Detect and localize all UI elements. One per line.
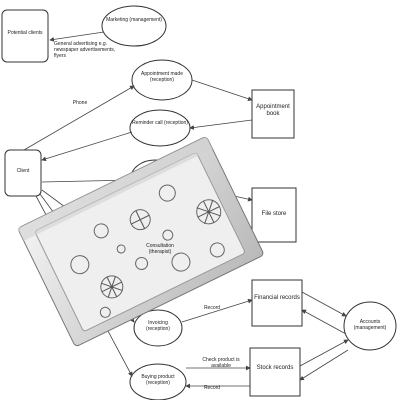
invoicing-ellipse	[133, 309, 183, 347]
check-product-label: Check product is available	[202, 357, 240, 369]
record-stock-label: Record	[203, 385, 221, 391]
accounts-label: Accounts (management)	[353, 319, 387, 331]
accounts-ellipse	[343, 301, 397, 351]
file-store-box	[251, 187, 297, 243]
reminder-call-label: Reminder call (reception)	[132, 120, 188, 126]
financial-records-box	[251, 279, 303, 327]
reminder-call-ellipse	[129, 109, 191, 147]
marketing-ellipse	[101, 5, 167, 47]
client-box	[4, 149, 42, 197]
appointment-book-box	[251, 89, 295, 139]
stock-records-label: Stock records	[256, 365, 294, 371]
potential-clients-label: Potential clients	[7, 30, 43, 36]
consultation-label: Consultation (therapist)	[146, 243, 174, 255]
overlay-card	[17, 136, 264, 347]
general-advertising-label: General advertising e.g. newspaper adver…	[54, 41, 116, 59]
appointment-made-label: Appointment made (reception)	[141, 71, 183, 83]
phone-label: Phone	[72, 100, 88, 106]
buying-product-ellipse	[129, 363, 187, 400]
stock-records-box	[249, 347, 301, 397]
invoicing-label: Invoicing (reception)	[146, 320, 170, 332]
appointment-book-label: Appointment book	[256, 104, 290, 117]
file-store-label: File store	[261, 211, 287, 217]
marketing-label: Marketing (management)	[106, 17, 162, 23]
potential-clients-box	[1, 9, 49, 63]
record-invoice-label: Record	[203, 305, 221, 311]
financial-records-label: Financial records	[254, 295, 300, 301]
buying-product-label: Buying product (reception)	[141, 374, 175, 386]
client-label: Client	[16, 168, 30, 174]
